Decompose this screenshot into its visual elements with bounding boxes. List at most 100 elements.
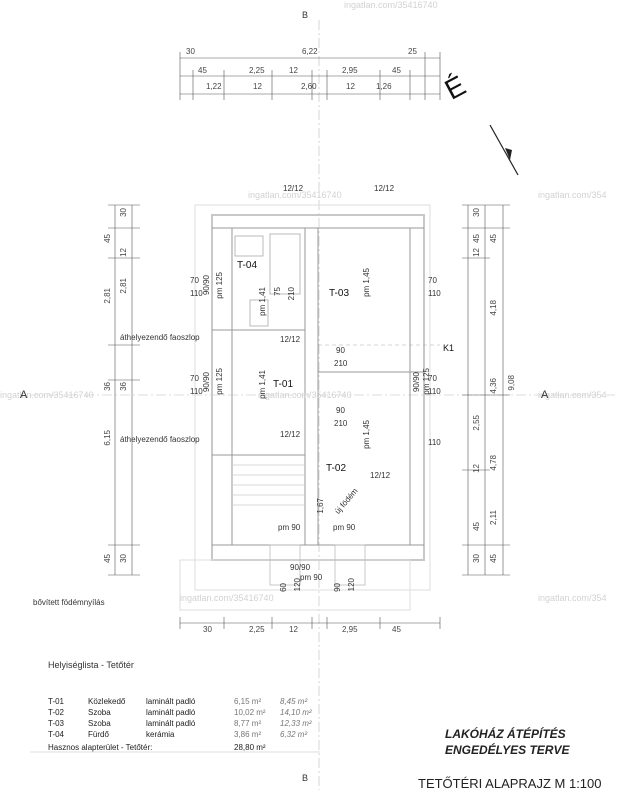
watermark: ingatlan.com/35416740: [180, 593, 274, 603]
legend-area-gross: 14,10 m²: [280, 708, 312, 717]
plan-title: TETŐTÉRI ALAPRAJZ M 1:100: [418, 776, 602, 791]
legend-name: Szoba: [88, 708, 111, 717]
watermark: ingatlan.com/354: [538, 390, 607, 400]
window-width: 70: [190, 276, 199, 285]
legend-title: Helyiséglista - Tetőtér: [48, 660, 134, 670]
window-size: 90/90: [412, 372, 421, 393]
legend-name: Fürdő: [88, 730, 109, 739]
legend-name: Szoba: [88, 719, 111, 728]
window-height: 110: [428, 387, 441, 396]
column-label-k1: K1: [443, 343, 455, 353]
window-width: 70: [190, 374, 199, 383]
dim-right: 45: [472, 234, 481, 243]
door-sill-height: pm 1,45: [362, 268, 371, 297]
legend-area: 10,02 m²: [234, 708, 266, 717]
legend-area-gross: 12,33 m²: [280, 719, 312, 728]
room-label-t01: T-01: [273, 379, 294, 390]
opening-dim: 120: [347, 578, 356, 592]
door-width: 75: [273, 287, 282, 296]
dim-left: 30: [119, 208, 128, 217]
rafter-label: 12/12: [280, 335, 301, 344]
window-height: 110: [428, 289, 441, 298]
dim-top: 45: [392, 66, 401, 75]
opening-dim: 60: [279, 583, 288, 592]
window-height: 110: [190, 289, 203, 298]
dim-right: 4,36: [489, 378, 498, 394]
legend-floor: laminált padló: [146, 719, 196, 728]
window-width: 70: [428, 276, 437, 285]
dim-top: 6,22: [302, 47, 318, 56]
dim-right: 12: [472, 464, 481, 473]
dim-top: 12: [289, 66, 298, 75]
dim-left: 45: [103, 554, 112, 563]
section-mark-a-right: A: [541, 389, 549, 401]
legend-floor: laminált padló: [146, 708, 196, 717]
window-size: 90/90: [290, 563, 311, 572]
dim-top: 2,25: [249, 66, 265, 75]
dim-right: 4,78: [489, 455, 498, 471]
rafter-label: 12/12: [370, 471, 391, 480]
dim-right: 45: [472, 522, 481, 531]
dim-left: 36: [119, 382, 128, 391]
watermark: ingatlan.com/354: [538, 190, 607, 200]
dim-top: 12: [253, 82, 262, 91]
dim-left: 12: [119, 248, 128, 257]
dim-left: 2,81: [103, 288, 112, 304]
opening-note: bővített födémnyílás: [33, 598, 105, 607]
dim-top: 1,26: [376, 82, 392, 91]
dim-top: 12: [346, 82, 355, 91]
opening-dim: 90: [333, 583, 342, 592]
sill-height: pm 125: [215, 368, 224, 395]
dim-right: 30: [472, 208, 481, 217]
legend-code: T-04: [48, 730, 65, 739]
door-height: 210: [334, 359, 348, 368]
section-mark-a-left: A: [20, 389, 28, 401]
watermark: ingatlan.com/35416740: [258, 390, 352, 400]
sill-label: pm 90: [300, 573, 323, 582]
legend-floor: laminált padló: [146, 697, 196, 706]
legend-area: 3,86 m²: [234, 730, 262, 739]
dim-bottom: 30: [203, 625, 212, 634]
rafter-label: 12/12: [283, 184, 304, 193]
dim-right: 4,18: [489, 300, 498, 316]
sill-label: pm 90: [278, 523, 301, 532]
dim-right: 30: [472, 554, 481, 563]
legend-total-label: Hasznos alapterület - Tetőtér:: [48, 743, 153, 752]
dim-top: 1,22: [206, 82, 222, 91]
dim-top: 30: [186, 47, 195, 56]
room-label-t02: T-02: [326, 463, 347, 474]
dim-left: 2,81: [119, 278, 128, 294]
door-height: 210: [334, 419, 348, 428]
sill-label: pm 90: [333, 523, 356, 532]
sill-height: pm 125: [422, 368, 431, 395]
door-height: 210: [287, 287, 296, 301]
section-mark-b-top: B: [302, 10, 309, 20]
dim-top: 45: [198, 66, 207, 75]
dim-left: 45: [103, 234, 112, 243]
watermark: ingatlan.com/35416740: [0, 390, 94, 400]
dim-left: 30: [119, 554, 128, 563]
room-label-t03: T-03: [329, 288, 350, 299]
dim-left: 36: [103, 382, 112, 391]
legend-code: T-03: [48, 719, 65, 728]
legend-code: T-01: [48, 697, 65, 706]
door-sill-height: pm 1,41: [258, 287, 267, 316]
door-width: 90: [336, 406, 345, 415]
dim-top: 25: [408, 47, 417, 56]
window-height: 110: [190, 387, 203, 396]
dim-right: 45: [489, 234, 498, 243]
post-note: áthelyezendő faoszlop: [120, 333, 200, 342]
legend-total-value: 28,80 m²: [234, 743, 266, 752]
project-subtitle: ENGEDÉLYES TERVE: [445, 743, 570, 757]
dim-left: 6,15: [103, 430, 112, 446]
door-sill-height: pm 1,45: [362, 420, 371, 449]
door-sill-height: pm 1,41: [258, 370, 267, 399]
rafter-label: 12/12: [280, 430, 301, 439]
dim-bottom: 2,95: [342, 625, 358, 634]
window-size: 90/90: [202, 275, 211, 296]
post-note: áthelyezendő faoszlop: [120, 435, 200, 444]
legend-area-gross: 6,32 m²: [280, 730, 308, 739]
window-width: 70: [428, 374, 437, 383]
legend-area-gross: 8,45 m²: [280, 697, 308, 706]
project-title: LAKÓHÁZ ÁTÉPÍTÉS: [445, 727, 566, 741]
